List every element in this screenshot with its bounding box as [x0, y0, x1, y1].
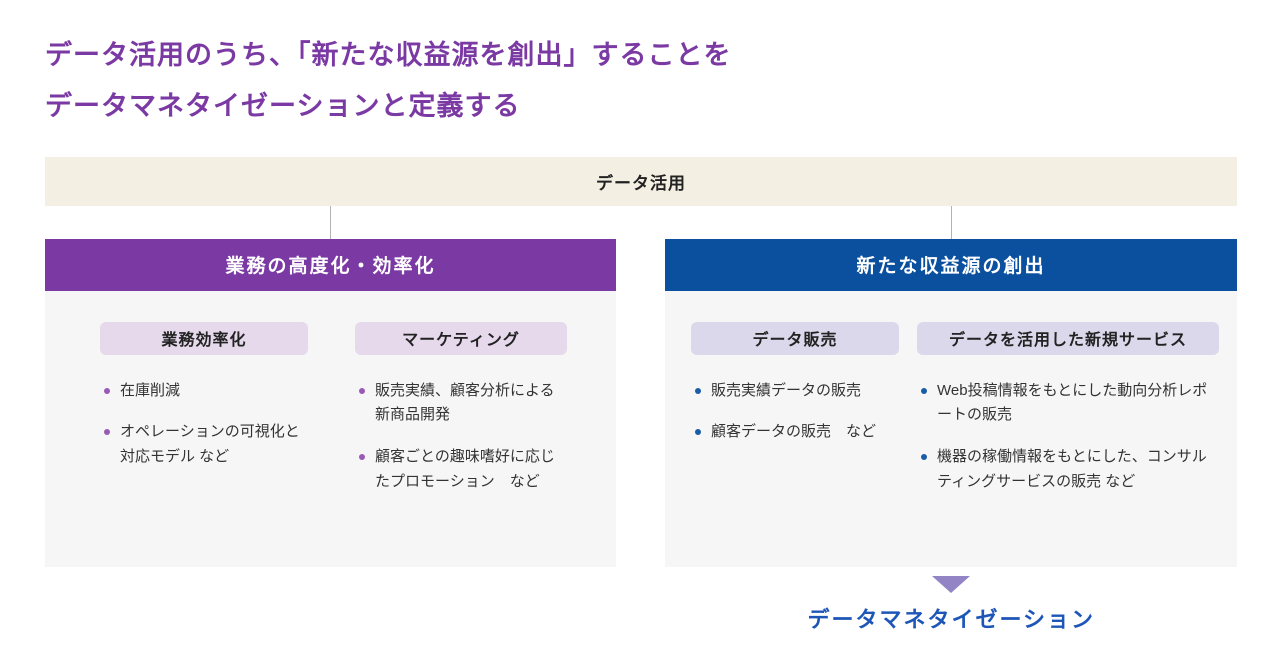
- bullet-list: 販売実績データの販売 顧客データの販売 など: [691, 379, 899, 446]
- branch-operational-efficiency: 業務の高度化・効率化 業務効率化 在庫削減: [45, 238, 616, 567]
- pill-label: マーケティング: [402, 332, 520, 350]
- connector-left: [45, 205, 617, 239]
- footer-spacer: [45, 567, 617, 634]
- branch-left-header-label: 業務の高度化・効率化: [225, 256, 436, 278]
- bullet-text: Web投稿情報をもとにした動向分析レポートの販売: [937, 381, 1208, 424]
- pill-label: 業務効率化: [161, 332, 247, 350]
- pill-label: データ販売: [752, 332, 838, 350]
- bullet-text: オペレーションの可視化と対応モデル など: [120, 423, 300, 466]
- page-title: データ活用のうち、「新たな収益源を創出」することを データマネタイゼーションと定…: [45, 0, 1237, 133]
- root-node-data-utilization: データ活用: [45, 156, 1237, 206]
- connector-right: [666, 205, 1238, 239]
- pill-new-data-services: データを活用した新規サービス: [917, 321, 1219, 355]
- root-node-label: データ活用: [596, 173, 686, 193]
- connector-line-right: [950, 205, 952, 239]
- branch-left-body: 業務効率化 在庫削減 オペレーションの可視化と対応モデル など: [45, 290, 616, 567]
- list-item: 顧客ごとの趣味嗜好に応じたプロモーション など: [359, 445, 567, 495]
- connector-line-left: [330, 205, 332, 239]
- connector-lines: [45, 205, 1238, 239]
- down-arrow-icon: [932, 575, 971, 593]
- column-business-efficiency: 業務効率化 在庫削減 オペレーションの可視化と対応モデル など: [100, 321, 308, 567]
- branch-new-revenue-sources: 新たな収益源の創出 データ販売 販売実績データの販売: [665, 238, 1237, 567]
- bullet-text: 在庫削減: [120, 381, 181, 399]
- list-item: 機器の稼働情報をもとにした、コンサルティングサービスの販売 など: [921, 445, 1219, 495]
- column-data-sales: データ販売 販売実績データの販売 顧客データの販売 など: [691, 321, 899, 567]
- bullet-dot-icon: [695, 387, 701, 394]
- footer-label: データマネタイゼーション: [807, 606, 1096, 632]
- bullet-dot-icon: [104, 387, 110, 394]
- page-title-line1: データ活用のうち、「新たな収益源を創出」することを: [45, 40, 732, 70]
- bullet-dot-icon: [921, 454, 927, 461]
- bullet-text: 販売実績、顧客分析による新商品開発: [375, 381, 555, 424]
- bullet-dot-icon: [921, 387, 927, 394]
- pill-marketing: マーケティング: [355, 321, 567, 355]
- bullet-list: 販売実績、顧客分析による新商品開発 顧客ごとの趣味嗜好に応じたプロモーション な…: [355, 379, 567, 495]
- list-item: オペレーションの可視化と対応モデル など: [104, 420, 308, 470]
- bullet-dot-icon: [359, 387, 365, 394]
- list-item: Web投稿情報をもとにした動向分析レポートの販売: [921, 379, 1219, 429]
- list-item: 販売実績、顧客分析による新商品開発: [359, 379, 567, 429]
- column-marketing: マーケティング 販売実績、顧客分析による新商品開発 顧客ごとの趣味嗜好に応じたプ…: [355, 321, 567, 567]
- pill-label: データを活用した新規サービス: [948, 332, 1187, 350]
- list-item: 顧客データの販売 など: [695, 420, 899, 445]
- bullet-text: 機器の稼働情報をもとにした、コンサルティングサービスの販売 など: [937, 448, 1207, 490]
- pill-data-sales: データ販売: [691, 321, 899, 355]
- branch-left-header: 業務の高度化・効率化: [45, 238, 616, 291]
- branch-right-header-label: 新たな収益源の創出: [856, 256, 1046, 278]
- list-item: 在庫削減: [104, 379, 308, 404]
- column-new-data-services: データを活用した新規サービス Web投稿情報をもとにした動向分析レポートの販売 …: [917, 321, 1219, 567]
- bullet-text: 顧客ごとの趣味嗜好に応じたプロモーション など: [375, 448, 555, 490]
- bullet-dot-icon: [359, 454, 365, 461]
- bullet-dot-icon: [695, 429, 701, 436]
- branch-right-header: 新たな収益源の創出: [665, 238, 1237, 291]
- branch-right-body: データ販売 販売実績データの販売 顧客データの販売 など: [665, 290, 1237, 567]
- pill-business-efficiency: 業務効率化: [100, 321, 308, 355]
- footer-monetization: データマネタイゼーション: [666, 567, 1238, 634]
- bullet-list: 在庫削減 オペレーションの可視化と対応モデル など: [100, 379, 308, 470]
- list-item: 販売実績データの販売: [695, 379, 899, 404]
- bullet-text: 販売実績データの販売: [711, 381, 862, 399]
- bullet-list: Web投稿情報をもとにした動向分析レポートの販売 機器の稼働情報をもとにした、コ…: [917, 379, 1219, 495]
- page-title-line2: データマネタイゼーションと定義する: [45, 91, 521, 122]
- bullet-text: 顧客データの販売 など: [711, 423, 877, 441]
- bullet-dot-icon: [104, 429, 110, 436]
